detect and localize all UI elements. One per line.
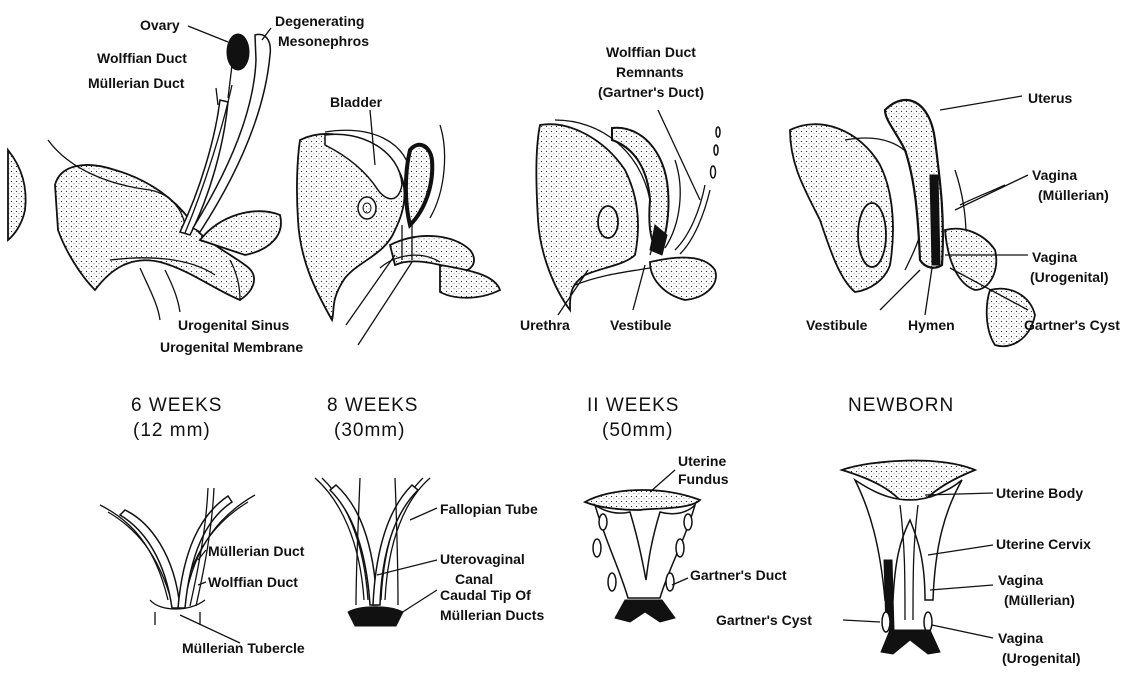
- label-uterine-fundus-1: Uterine: [678, 453, 726, 469]
- panel-newborn-frontal: [842, 461, 993, 654]
- label-uterus: Uterus: [1028, 90, 1073, 106]
- label-ovary: Ovary: [140, 17, 180, 33]
- label-vagina-urogenital-b2: (Urogenital): [1002, 650, 1081, 666]
- label-caudal-tip-1: Caudal Tip Of: [440, 587, 531, 603]
- label-vagina-mullerian-b2: (Müllerian): [1004, 592, 1075, 608]
- label-mullerian-tubercle: Müllerian Tubercle: [182, 640, 305, 656]
- label-degenerating-2: Mesonephros: [278, 33, 369, 49]
- label-wolffian-duct-6w: Wolffian Duct: [208, 574, 298, 590]
- panel-newborn-sagittal: [790, 96, 1035, 346]
- panel-8-weeks-sagittal: [297, 110, 500, 345]
- stage-size-11-weeks: (50mm): [602, 420, 673, 441]
- stage-size-6-weeks: (12 mm): [133, 420, 211, 441]
- label-hymen: Hymen: [908, 317, 955, 333]
- label-urogenital-membrane: Urogenital Membrane: [160, 339, 303, 355]
- stage-label-newborn: NEWBORN: [848, 395, 954, 416]
- label-gartners-duct: Gartner's Duct: [690, 567, 787, 583]
- label-uterovaginal-2: Canal: [455, 571, 493, 587]
- label-degenerating-1: Degenerating: [275, 13, 364, 29]
- label-caudal-tip-2: Müllerian Ducts: [440, 607, 544, 623]
- label-vestibule-11w: Vestibule: [610, 317, 672, 333]
- label-vagina-mullerian-1: Vagina: [1032, 167, 1077, 183]
- stage-label-8-weeks: 8 WEEKS: [327, 395, 418, 416]
- label-vagina-urogenital-1: Vagina: [1032, 249, 1077, 265]
- panel-11-weeks-sagittal: [536, 110, 720, 315]
- panel-6-weeks-frontal: [100, 488, 255, 643]
- stage-label-6-weeks: 6 WEEKS: [131, 395, 222, 416]
- label-vagina-mullerian-b1: Vagina: [998, 572, 1043, 588]
- label-vagina-urogenital-b1: Vagina: [998, 630, 1043, 646]
- label-vestibule-newborn: Vestibule: [806, 317, 868, 333]
- label-mullerian-duct-6w: Müllerian Duct: [208, 543, 305, 559]
- label-bladder: Bladder: [330, 94, 383, 110]
- label-uterine-cervix: Uterine Cervix: [996, 536, 1091, 552]
- label-wolffian-duct: Wolffian Duct: [97, 50, 187, 66]
- panel-11-weeks-frontal: [585, 470, 700, 622]
- label-gartners-cyst-top: Gartner's Cyst: [1024, 317, 1120, 333]
- panel-6-weeks-sagittal: [8, 26, 281, 320]
- label-mullerian-duct: Müllerian Duct: [88, 75, 185, 91]
- stage-headings: 6 WEEKS (12 mm) 8 WEEKS (30mm) II WEEKS …: [131, 395, 954, 441]
- label-uterine-fundus-2: Fundus: [678, 471, 729, 487]
- label-uterine-body: Uterine Body: [996, 485, 1083, 501]
- stage-label-11-weeks: II WEEKS: [587, 395, 679, 416]
- label-vagina-urogenital-2: (Urogenital): [1030, 269, 1109, 285]
- label-urogenital-sinus: Urogenital Sinus: [178, 317, 289, 333]
- label-wolffian-remnants-3: (Gartner's Duct): [598, 84, 704, 100]
- label-wolffian-remnants-1: Wolffian Duct: [606, 44, 696, 60]
- stage-size-8-weeks: (30mm): [334, 420, 405, 441]
- label-wolffian-remnants-2: Remnants: [616, 64, 684, 80]
- panel-8-weeks-frontal: [315, 478, 437, 626]
- label-fallopian-tube: Fallopian Tube: [440, 501, 538, 517]
- label-uterovaginal-1: Uterovaginal: [440, 551, 525, 567]
- label-urethra: Urethra: [520, 317, 570, 333]
- label-vagina-mullerian-2: (Müllerian): [1038, 187, 1109, 203]
- label-gartners-cyst-bottom: Gartner's Cyst: [716, 612, 812, 628]
